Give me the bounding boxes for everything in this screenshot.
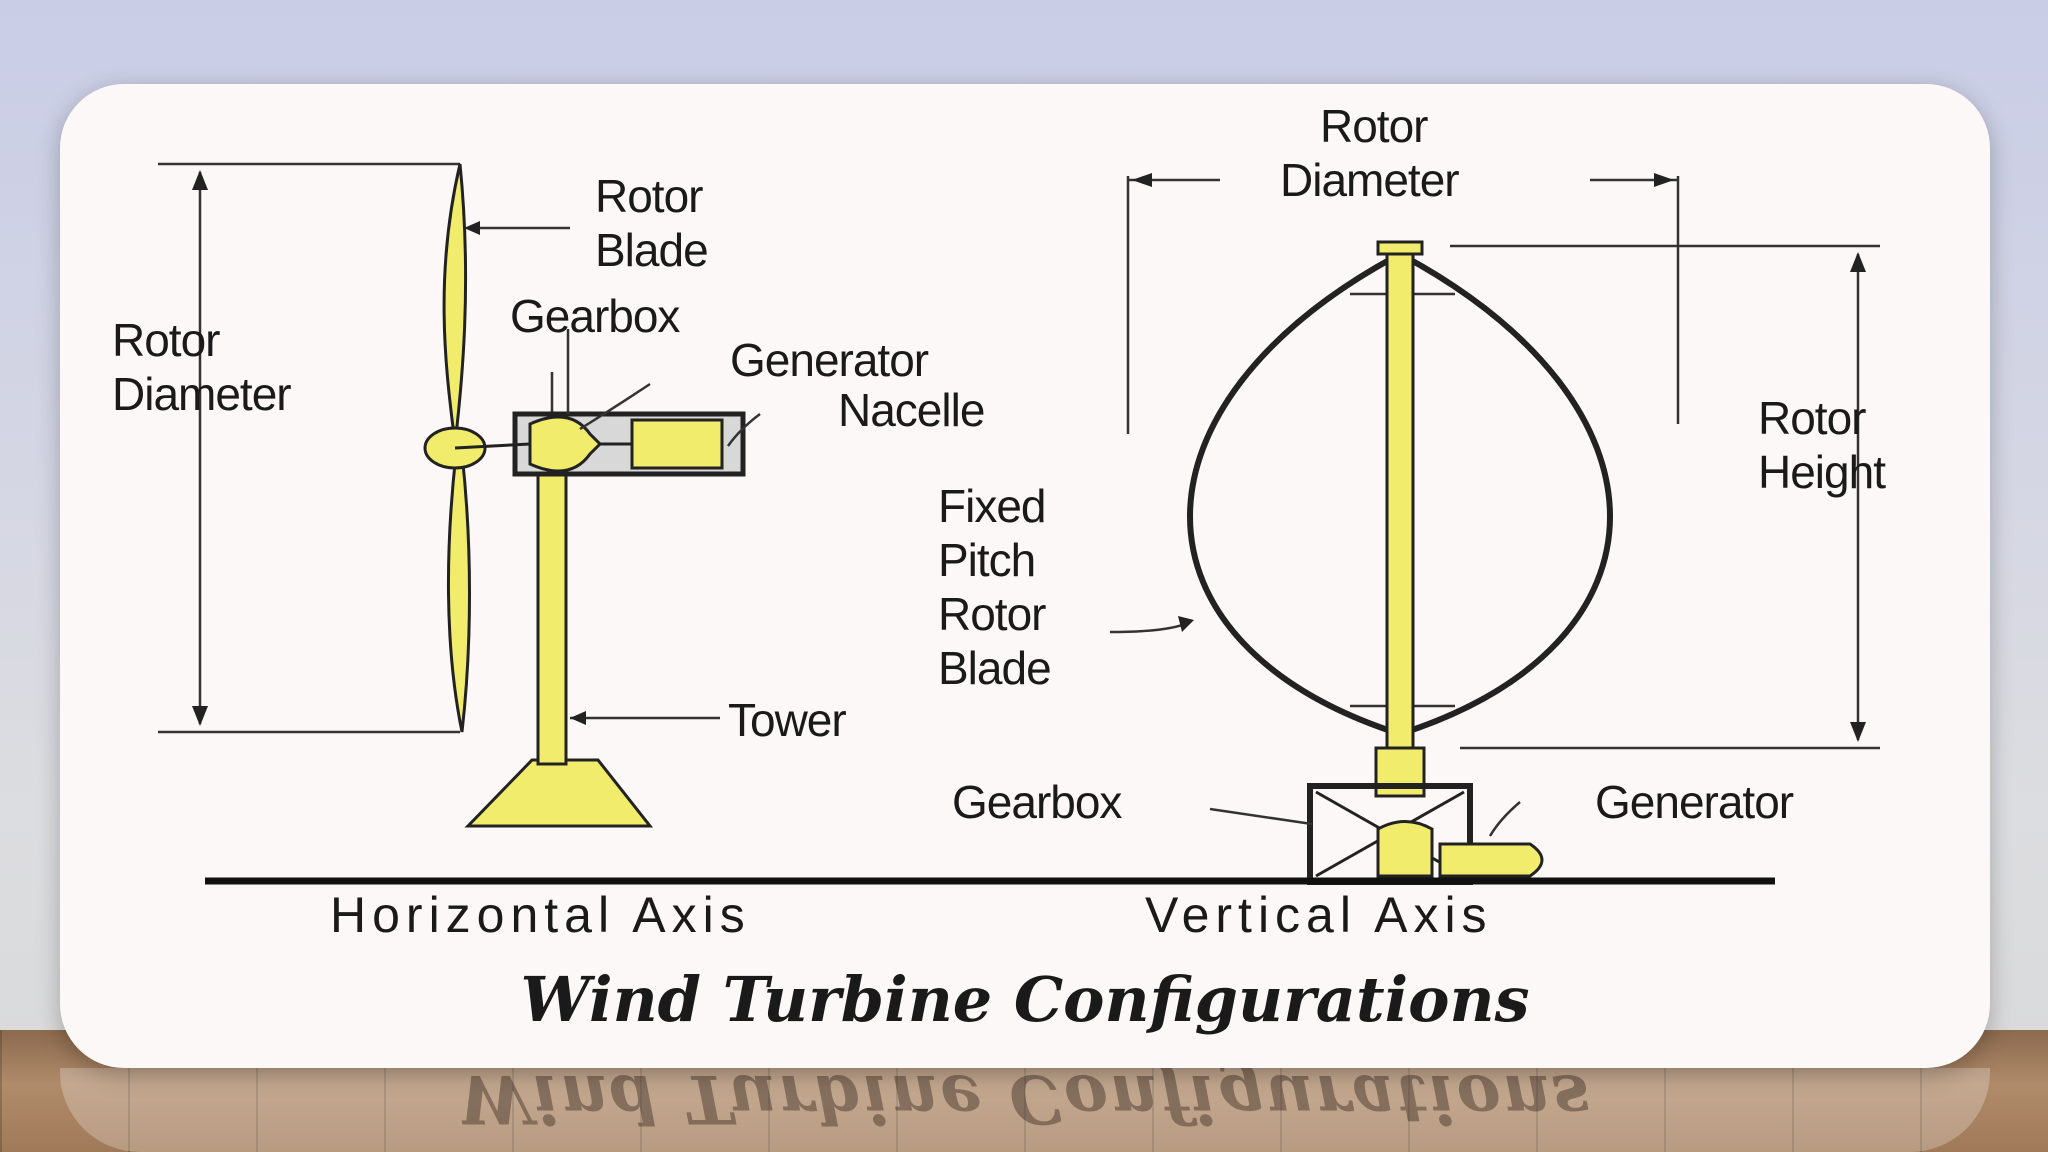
nacelle-leader [726, 413, 761, 447]
slide-card: Rotor Blade Rotor Diameter Gearbox Gener… [60, 84, 1990, 1068]
rotor-blade-upper [442, 163, 468, 445]
h-rotor-blade-label-line1: Rotor [595, 170, 703, 222]
tower-base [464, 758, 654, 828]
h-generator-label: Generator [730, 334, 929, 386]
reflection-caption: Wind Turbine Configurations [458, 1068, 1592, 1138]
v-rotor-height-label-line1: Rotor [1758, 392, 1866, 444]
fixed-pitch-leader [1109, 620, 1191, 634]
v-blade-right [1398, 251, 1613, 737]
gearbox-shape [528, 415, 603, 473]
tower-leader-arrow [570, 711, 586, 725]
v-rotor-diameter-label-line1: Rotor [1320, 100, 1428, 152]
h-nacelle-label: Nacelle [838, 384, 984, 436]
v-rotor-height-arrowhead-up [1850, 252, 1866, 272]
h-rotor-blade-label-line2: Blade [595, 224, 708, 276]
v-rotor-diameter-arrowhead-right [1654, 173, 1674, 187]
generator-box [630, 418, 724, 470]
v-generator-label: Generator [1595, 776, 1794, 828]
hub-shaft [454, 442, 531, 450]
fixed-pitch-label-line3: Rotor [938, 588, 1046, 640]
vertical-axis-label: Vertical Axis [1145, 887, 1493, 943]
tower [536, 432, 568, 766]
fixed-pitch-label-line2: Pitch [938, 534, 1035, 586]
h-gearbox-label: Gearbox [510, 290, 680, 342]
slide-reflection: Wind Turbine Configurations [60, 1068, 1990, 1152]
generator-leader [579, 382, 651, 431]
h-rotor-diameter-label-line2: Diameter [112, 368, 291, 420]
v-rotor-diameter-label-line2: Diameter [1280, 154, 1459, 206]
h-rotor-diameter-arrowhead-down [192, 706, 208, 726]
v-central-shaft [1385, 248, 1415, 752]
v-gearbox-leader [1209, 807, 1313, 826]
v-shaft-cap [1376, 240, 1424, 256]
horizontal-axis-label: Horizontal Axis [330, 887, 751, 943]
fixed-pitch-label-line4: Blade [938, 642, 1051, 694]
v-gearbox-shape [1376, 820, 1434, 878]
wind-turbine-diagram: Rotor Blade Rotor Diameter Gearbox Gener… [112, 100, 1887, 1036]
fixed-pitch-label-line1: Fixed [938, 480, 1045, 532]
diagram-caption: Wind Turbine Configurations [521, 963, 1530, 1036]
fixed-pitch-leader-arrow [1178, 616, 1194, 632]
h-tower-label: Tower [728, 694, 846, 746]
h-rotor-diameter-label-line1: Rotor [112, 314, 220, 366]
v-rotor-diameter-arrowhead-left [1132, 173, 1152, 187]
horizontal-axis-turbine: Rotor Blade Rotor Diameter Gearbox Gener… [112, 162, 985, 828]
v-blade-left [1187, 251, 1402, 737]
rotor-blade-lower [446, 452, 471, 733]
rotor-blade-leader-arrow [464, 221, 480, 235]
v-rotor-height-arrowhead-down [1850, 722, 1866, 742]
h-rotor-diameter-arrowhead-up [192, 170, 208, 190]
v-rotor-height-label-line2: Height [1758, 446, 1886, 498]
v-generator-shape [1438, 842, 1544, 878]
v-gearbox-label: Gearbox [952, 776, 1122, 828]
vertical-axis-turbine: Rotor Diameter Rotor Height Fixed Pitch … [938, 100, 1887, 885]
v-generator-leader [1488, 801, 1521, 837]
